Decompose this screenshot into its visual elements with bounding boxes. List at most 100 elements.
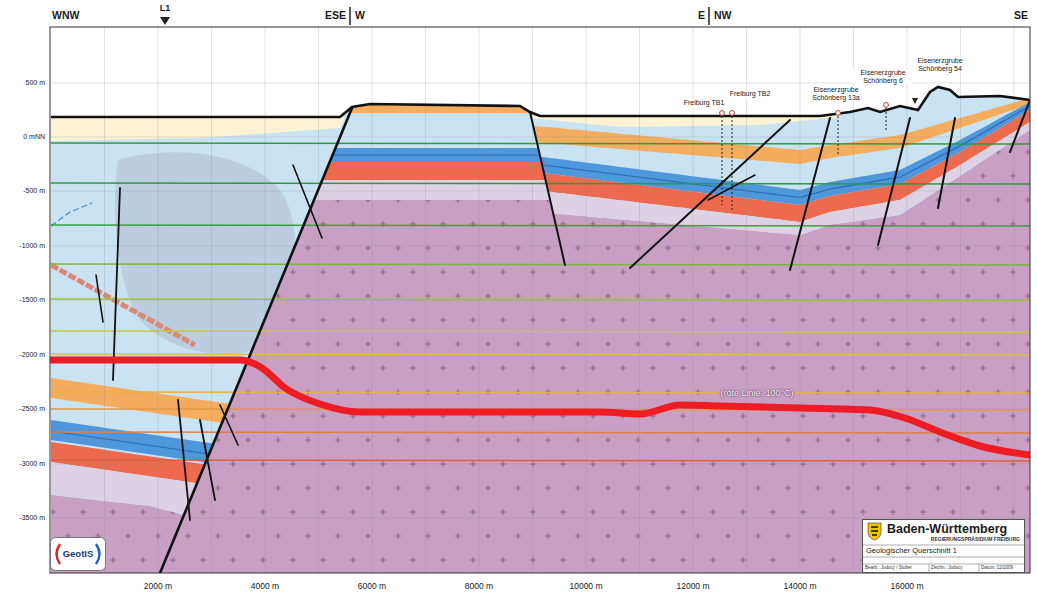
strata-band xyxy=(300,148,560,162)
direction-label: NW xyxy=(714,10,732,22)
grid xyxy=(51,27,1030,573)
isotherm-line xyxy=(51,143,1030,144)
fault-line xyxy=(178,400,190,520)
direction-label: W xyxy=(355,10,365,22)
distance-label: 8000 m xyxy=(465,582,493,591)
borehole-head xyxy=(730,111,735,116)
distance-label: 10000 m xyxy=(569,582,602,591)
borehole xyxy=(886,108,887,132)
strata-band xyxy=(51,462,360,539)
fault-line xyxy=(293,165,322,238)
fault-line xyxy=(200,420,215,500)
fault-line xyxy=(530,112,565,265)
strata-line xyxy=(300,154,560,155)
isotherm-line xyxy=(51,183,1030,184)
title-rule xyxy=(929,564,930,574)
coat-of-arms-lions xyxy=(871,527,878,535)
strata-band xyxy=(300,162,560,180)
grid-line xyxy=(51,355,1030,356)
logo-arc xyxy=(57,544,61,564)
distance-label: 14000 m xyxy=(783,582,816,591)
depth-label: 500 m xyxy=(26,79,45,87)
depth-label: -1500 m xyxy=(19,296,45,304)
depth-label: -2000 m xyxy=(19,351,45,359)
borehole-head xyxy=(720,111,725,116)
isotherm-line xyxy=(51,354,1030,355)
basement-pattern-fill xyxy=(51,87,1030,573)
borehole-head xyxy=(836,111,841,116)
borehole-label: Eisenerzgrube Schönberg 54 xyxy=(910,57,970,72)
distance-label: 6000 m xyxy=(358,582,386,591)
distance-label: 2000 m xyxy=(144,582,172,591)
fault-line xyxy=(220,405,238,445)
fault-line xyxy=(790,118,830,270)
isotherm-line xyxy=(51,392,1030,393)
direction-label: SE xyxy=(1014,10,1028,22)
l1-marker xyxy=(160,17,170,25)
borehole-head xyxy=(884,103,889,108)
strata-band xyxy=(525,122,1030,235)
title-block: Baden-WürttembergREGIERUNGSPRÄSIDIUM FRE… xyxy=(862,519,1025,573)
direction-label: WNW xyxy=(52,10,79,22)
geology-layers xyxy=(51,27,1030,573)
dashed-boundary xyxy=(51,203,92,226)
title-rule xyxy=(863,557,1026,558)
isotherm-line xyxy=(51,264,1030,265)
fault-line xyxy=(938,118,955,208)
fault-line xyxy=(630,120,790,268)
surface-line xyxy=(51,87,1030,117)
graben-layers xyxy=(525,98,1030,235)
fault-line xyxy=(96,275,103,322)
drawing-credit: Bearb.: Jodocy / Stober xyxy=(865,566,912,571)
borehole-label: Freiburg TB1 xyxy=(683,99,726,107)
borehole-label: Eisenerzgrube Schönberg 6 xyxy=(853,69,913,84)
horst-layers xyxy=(300,104,560,201)
logo-text: GeotIS xyxy=(63,549,94,559)
fault-line xyxy=(1010,100,1030,152)
title-rule xyxy=(979,564,980,574)
left-block-layers xyxy=(51,117,360,539)
section-bend-bar xyxy=(708,7,710,25)
borehole xyxy=(722,116,723,205)
borehole-label: Freiburg TB2 xyxy=(729,90,772,98)
depth-label: -3500 m xyxy=(19,514,45,522)
direction-label: ESE xyxy=(325,10,346,22)
grid-line xyxy=(51,246,1030,247)
borehole-label: Eisenerzgrube Schönberg 13a xyxy=(806,86,866,101)
basement xyxy=(51,87,1030,573)
depth-label: 0 mNN xyxy=(23,133,45,141)
depth-label: -3000 m xyxy=(19,460,45,468)
grid-line xyxy=(51,191,1030,192)
depth-label: -1000 m xyxy=(19,242,45,250)
distance-label: 16000 m xyxy=(890,582,923,591)
grid-line xyxy=(51,137,1030,138)
mine-marker xyxy=(912,98,918,104)
title-rule xyxy=(863,564,1026,565)
logo-badge: GeotIS xyxy=(50,537,106,571)
fault-line xyxy=(113,188,120,380)
direction-label: L1 xyxy=(160,4,171,14)
logo-frame xyxy=(51,538,106,571)
borehole xyxy=(838,116,839,156)
borehole xyxy=(732,116,733,210)
isotherm-line xyxy=(51,432,1030,433)
diagonal-layer xyxy=(51,265,195,345)
state-name: Baden-Württemberg xyxy=(887,523,1007,537)
drawing-credit: Datum: 12/2009 xyxy=(981,566,1013,571)
plot-frame xyxy=(50,27,1030,573)
distance-label: 4000 m xyxy=(251,582,279,591)
depth-label: -500 m xyxy=(23,187,45,195)
isotherm-line xyxy=(51,331,1030,332)
section-bend-bar xyxy=(349,7,351,25)
coat-of-arms xyxy=(868,523,881,540)
drawing-credit: Zeichn.: Jodocy xyxy=(931,566,963,571)
grid-line xyxy=(51,464,1030,465)
isotherm-line xyxy=(51,299,1030,300)
fault-line xyxy=(160,108,352,573)
grid-line xyxy=(51,300,1030,301)
distance-label: 12000 m xyxy=(676,582,709,591)
fault-line xyxy=(878,118,910,245)
logo-arc xyxy=(96,544,100,564)
